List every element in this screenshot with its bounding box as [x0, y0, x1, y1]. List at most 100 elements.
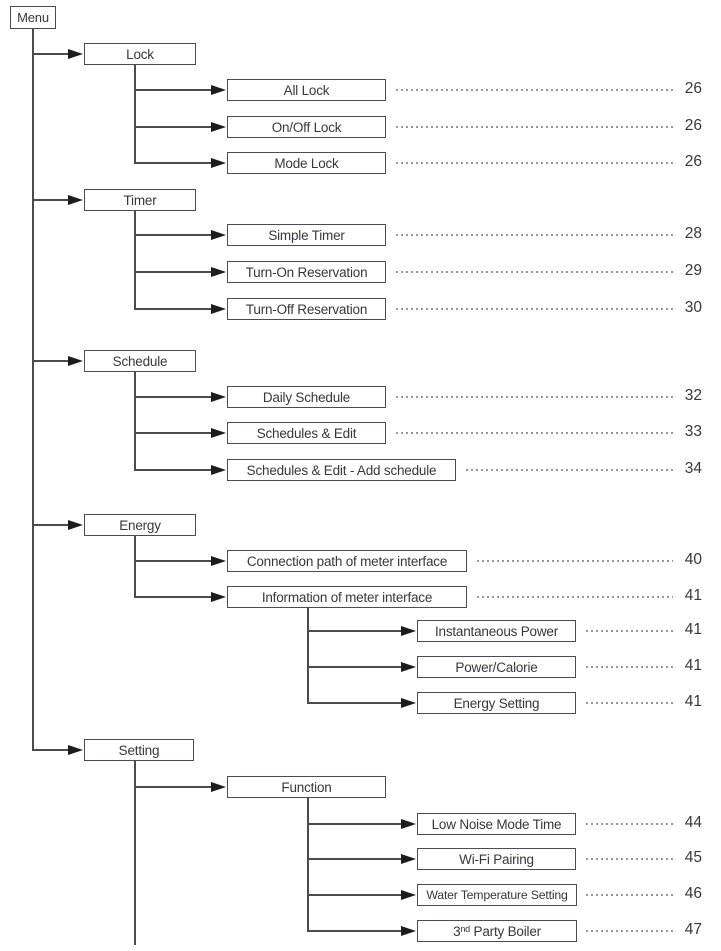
arrow-right-icon [68, 195, 83, 205]
page-ref-turn-off: 30 [684, 299, 702, 316]
connector-line [307, 930, 401, 932]
arrow-right-icon [211, 267, 226, 277]
node-energy: Energy [84, 514, 196, 536]
connector-line [134, 89, 211, 91]
connector-line [307, 702, 401, 704]
boiler-label-rest: Party Boiler [470, 923, 542, 939]
page-ref-onoff-lock: 26 [684, 117, 702, 134]
node-third-party-boiler-label: 3nd Party Boiler [453, 924, 541, 939]
node-instantaneous-power-label: Instantaneous Power [434, 623, 559, 639]
arrow-right-icon [211, 428, 226, 438]
arrow-right-icon [211, 304, 226, 314]
node-all-lock: All Lock [227, 79, 386, 101]
connector-line [134, 786, 211, 788]
dotted-leader [477, 560, 673, 562]
node-lock-label: Lock [126, 46, 154, 62]
connector-line [134, 560, 211, 562]
node-mode-lock: Mode Lock [227, 152, 386, 174]
node-all-lock-label: All Lock [283, 82, 330, 98]
dotted-leader [466, 469, 673, 471]
connector-trunk-setting [134, 760, 136, 945]
node-function-label: Function [281, 779, 332, 795]
connector-line [307, 894, 401, 896]
arrow-right-icon [401, 890, 416, 900]
dotted-leader [396, 126, 673, 128]
page-ref-instantaneous: 41 [684, 621, 702, 638]
arrow-right-icon [211, 122, 226, 132]
node-connection-path-label: Connection path of meter interface [246, 553, 448, 569]
node-setting-label: Setting [118, 742, 160, 758]
page-ref-wifi-pairing: 45 [684, 849, 702, 866]
dotted-leader [586, 930, 673, 932]
node-wifi-pairing: Wi-Fi Pairing [417, 848, 576, 870]
connector-trunk-menu [32, 28, 34, 751]
connector-trunk-lock [134, 64, 136, 164]
dotted-leader [396, 89, 673, 91]
node-water-temperature-setting-label: Water Temperature Setting [426, 888, 568, 902]
connector-line [307, 666, 401, 668]
page-ref-information: 41 [684, 587, 702, 604]
arrow-right-icon [211, 230, 226, 240]
dotted-leader [396, 162, 673, 164]
page-ref-turn-on: 29 [684, 262, 702, 279]
connector-line [134, 271, 211, 273]
arrow-right-icon [401, 819, 416, 829]
node-power-calorie-label: Power/Calorie [455, 659, 538, 675]
connector-line [307, 858, 401, 860]
dotted-leader [586, 666, 673, 668]
dotted-leader [396, 432, 673, 434]
connector-line [134, 162, 211, 164]
dotted-leader [586, 823, 673, 825]
node-connection-path: Connection path of meter interface [227, 550, 467, 572]
node-function: Function [227, 776, 386, 798]
arrow-right-icon [401, 662, 416, 672]
connector-line [134, 126, 211, 128]
node-wifi-pairing-label: Wi-Fi Pairing [459, 851, 534, 867]
dotted-leader [396, 396, 673, 398]
dotted-leader [396, 271, 673, 273]
connector-line [32, 524, 68, 526]
arrow-right-icon [401, 854, 416, 864]
node-turn-off-reservation: Turn-Off Reservation [227, 298, 386, 320]
arrow-right-icon [68, 356, 83, 366]
node-water-temperature-setting: Water Temperature Setting [417, 884, 577, 906]
connector-trunk-function [307, 797, 309, 931]
connector-line [134, 308, 211, 310]
node-turn-on-reservation-label: Turn-On Reservation [245, 264, 368, 280]
node-energy-label: Energy [119, 517, 161, 533]
arrow-right-icon [211, 158, 226, 168]
connector-trunk-schedule [134, 371, 136, 471]
node-turn-on-reservation: Turn-On Reservation [227, 261, 386, 283]
arrow-right-icon [211, 556, 226, 566]
page-ref-simple-timer: 28 [684, 225, 702, 242]
connector-trunk-information [307, 607, 309, 704]
node-schedule: Schedule [84, 350, 196, 372]
node-turn-off-reservation-label: Turn-Off Reservation [245, 301, 368, 317]
connector-line [307, 823, 401, 825]
connector-trunk-timer [134, 210, 136, 310]
node-schedules-edit: Schedules & Edit [227, 422, 386, 444]
page-ref-daily-schedule: 32 [684, 387, 702, 404]
connector-line [134, 469, 211, 471]
page-ref-all-lock: 26 [684, 80, 702, 97]
page-ref-connection-path: 40 [684, 551, 702, 568]
boiler-label-base: 3 [453, 923, 461, 939]
arrow-right-icon [211, 392, 226, 402]
connector-line [307, 630, 401, 632]
connector-line [134, 234, 211, 236]
connector-line [32, 199, 68, 201]
node-onoff-lock-label: On/Off Lock [271, 119, 342, 135]
page-ref-schedules-edit: 33 [684, 423, 702, 440]
page-ref-party-boiler: 47 [684, 921, 702, 938]
node-menu: Menu [10, 6, 56, 29]
page-ref-mode-lock: 26 [684, 153, 702, 170]
arrow-right-icon [401, 698, 416, 708]
node-schedule-label: Schedule [112, 353, 168, 369]
connector-line [134, 432, 211, 434]
connector-line [134, 596, 211, 598]
connector-line [32, 749, 68, 751]
connector-line [32, 53, 68, 55]
dotted-leader [586, 858, 673, 860]
node-onoff-lock: On/Off Lock [227, 116, 386, 138]
